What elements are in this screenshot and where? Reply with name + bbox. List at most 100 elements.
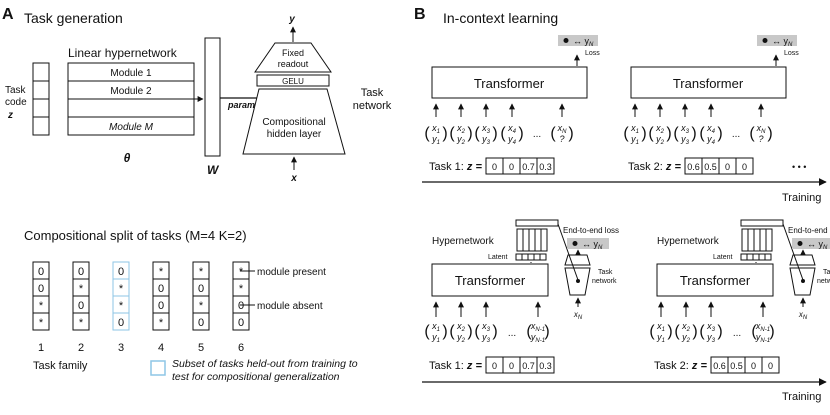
latent-label: Latent	[713, 254, 733, 261]
paren-right: )	[641, 125, 646, 142]
input-pair-bottom: y3	[680, 134, 690, 146]
task-family-number: 2	[78, 342, 84, 354]
heldout-legend-text-2: test for compositional generalization	[172, 371, 340, 383]
split-cell: 0	[238, 300, 244, 312]
z-cell	[761, 356, 780, 374]
input-pair-bottom: y1	[656, 332, 665, 344]
paren-right: )	[492, 125, 497, 142]
split-grid: 00**10*0*20**03*00*4*0*05**006	[32, 261, 250, 354]
paren-right: )	[442, 125, 447, 142]
input-pair-bottom: y1	[630, 134, 639, 146]
split-cell: *	[199, 300, 204, 312]
task-family-number: 6	[238, 342, 244, 354]
input-pair-bottom: y2	[456, 134, 466, 146]
split-cell: 0	[118, 317, 124, 329]
task-label: Task 1: z =	[429, 161, 482, 173]
split-cell: 0	[38, 266, 44, 278]
task-label: Task 2: z =	[628, 161, 681, 173]
comp-layer-label-1: Compositional	[262, 117, 325, 128]
hypernetwork-weights	[741, 228, 773, 252]
module-m-label: Module M	[109, 122, 154, 133]
transformer-label: Transformer	[455, 273, 526, 288]
yN-loss-box	[757, 35, 797, 46]
fixed-readout-label-2: readout	[278, 59, 309, 69]
paren-right: )	[467, 125, 472, 142]
task-family-number: 1	[38, 342, 44, 354]
split-cell: 0	[38, 283, 44, 295]
output-y-label: y	[288, 14, 295, 25]
task-code-vector	[32, 62, 50, 136]
task-family-number: 4	[158, 342, 164, 354]
paren-right: )	[717, 323, 722, 340]
module-absent-label: module absent	[257, 301, 323, 312]
mini-readout	[564, 254, 591, 266]
task-label: Task 1: z =	[429, 360, 482, 372]
task-code-label-2: code	[5, 97, 27, 108]
yN-pair-label: ↔ yN	[582, 239, 603, 251]
split-cell: 0	[158, 283, 164, 295]
z-cell	[536, 157, 555, 175]
task-network-label-2: network	[353, 100, 392, 112]
input-pair-top: x1	[630, 123, 639, 135]
z-value: 0.7	[522, 361, 535, 371]
transformer-block	[431, 66, 588, 99]
end-to-end-loss-label: End-to-end loss	[788, 226, 830, 235]
yN-pair-label: ↔ yN	[772, 36, 793, 48]
hyper-to-network-line	[782, 223, 804, 281]
hypernet-modules	[67, 62, 195, 136]
input-pair-top: x3	[680, 123, 690, 135]
end-to-end-loss-label: End-to-end loss	[563, 226, 619, 235]
icl-title: In-context learning	[443, 10, 558, 26]
paren-right: )	[769, 323, 774, 340]
paren-left: (	[623, 125, 629, 142]
mini-input-xN: xN	[573, 310, 583, 321]
hypernetwork-label: Hypernetwork	[432, 236, 495, 247]
split-cell: *	[239, 283, 244, 295]
panel-a-label: A	[2, 6, 14, 23]
task-generation-title: Task generation	[24, 10, 123, 26]
input-pair-bottom: y4	[507, 134, 517, 146]
z-cell	[735, 157, 754, 175]
split-cell: *	[159, 317, 164, 329]
paren-right: )	[568, 125, 573, 142]
mini-input-xN: xN	[798, 310, 808, 321]
fixed-readout-block	[254, 42, 332, 73]
input-pair-top: x3	[481, 321, 491, 333]
prediction-dot	[762, 38, 768, 43]
paren-left: (	[449, 323, 455, 340]
module-present-label: module present	[257, 267, 326, 278]
z-value: 0	[725, 162, 730, 172]
input-pair-bottom: ?	[758, 134, 763, 144]
yN-loss-box	[792, 238, 830, 249]
task-family-number: 5	[198, 342, 204, 354]
input-pair-bottom: ?	[559, 134, 564, 144]
heldout-legend-swatch	[150, 360, 166, 376]
split-cell: *	[199, 266, 204, 278]
mini-task-network-label-2: network	[817, 278, 830, 285]
training-label-top: Training	[782, 192, 821, 204]
ellipsis: ...	[533, 129, 541, 140]
fixed-readout-label-1: Fixed	[282, 48, 304, 58]
paren-right: )	[544, 323, 549, 340]
transformer-block	[431, 263, 549, 297]
latent-label: Latent	[488, 254, 508, 261]
paren-right: )	[467, 323, 472, 340]
z-value: 0.7	[522, 162, 535, 172]
transformer-block	[656, 263, 774, 297]
split-cell: 0	[78, 300, 84, 312]
paren-left: (	[424, 125, 430, 142]
input-pair-bottom: y3	[481, 134, 491, 146]
split-cell: *	[39, 300, 44, 312]
loss-label: Loss	[784, 50, 799, 57]
task-family-label: Task family	[33, 360, 88, 372]
heldout-legend-text-1: Subset of tasks held-out from training t…	[172, 358, 358, 370]
input-pair-bottom: y4	[706, 134, 716, 146]
comp-layer-label-2: hidden layer	[267, 129, 322, 140]
split-cell: *	[159, 266, 164, 278]
hypernetwork-top-bar	[515, 219, 559, 227]
input-pair-bottom: y2	[456, 332, 466, 344]
hypernetwork-top-bar	[740, 219, 784, 227]
paren-left: (	[550, 125, 556, 142]
split-cell: *	[79, 283, 84, 295]
